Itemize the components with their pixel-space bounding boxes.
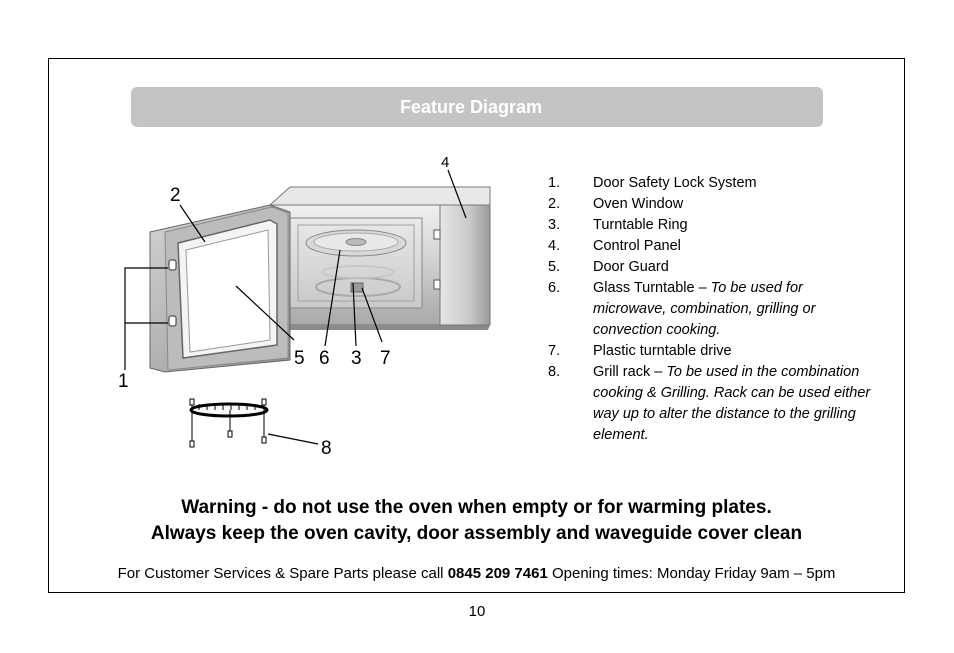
callout-7: 7 [380,348,391,369]
glass-turntable [305,229,407,257]
legend-item: 8. Grill rack – To be used in the combin… [548,362,878,446]
legend-item: 3. Turntable Ring [548,215,878,236]
grill-rack [189,398,269,448]
turntable-ring [315,265,401,297]
warning-line-2: Always keep the oven cavity, door assemb… [150,523,803,544]
legend-number: 3. [548,217,561,233]
footer-prefix: For Customer Services & Spare Parts plea… [117,565,448,582]
legend-number: 4. [548,238,561,254]
legend-note: To be used for microwave, combination, g… [593,280,816,338]
legend-label: Door Safety Lock System [593,175,757,191]
callout-5: 5 [294,348,305,369]
customer-service-footer: For Customer Services & Spare Parts plea… [48,565,905,582]
legend-label: Control Panel [593,238,681,254]
footer-phone: 0845 209 7461 [447,565,548,582]
legend-number: 7. [548,343,561,359]
footer-suffix: Opening times: Monday Friday 9am – 5pm [547,565,836,582]
callout-1: 1 [118,371,129,392]
legend-label: Oven Window [593,196,684,212]
page-frame [48,58,905,593]
legend-note: To be used in the combination cooking & … [593,364,871,443]
legend-label: Turntable Ring [593,217,688,233]
legend-item: 1. Door Safety Lock System [548,173,878,194]
legend-item: 5. Door Guard [548,257,878,278]
legend-item: 6. Glass Turntable – To be used for micr… [548,278,878,341]
door-safety-lock-icon [168,259,177,327]
legend-number: 8. [548,364,561,380]
legend-number: 1. [548,175,561,191]
legend-label: Plastic turntable drive [593,343,732,359]
legend-item: 7. Plastic turntable drive [548,341,878,362]
callout-4: 4 [441,154,449,171]
legend-number: 6. [548,280,561,296]
callout-2: 2 [170,185,181,206]
page-number: 10 [468,603,486,620]
control-panel [433,204,491,326]
section-banner [131,87,823,127]
legend-number: 5. [548,259,561,275]
section-title: Feature Diagram [400,97,543,117]
callout-3: 3 [351,348,362,369]
feature-legend: 1. Door Safety Lock System 2. Oven Windo… [548,173,878,446]
callout-leader-lines [124,169,467,445]
legend-item: 4. Control Panel [548,236,878,257]
turntable-drive [350,282,364,293]
legend-label: Grill rack – [593,364,667,380]
callout-6: 6 [319,348,330,369]
warning-line-1: Warning - do not use the oven when empty… [181,497,772,518]
callout-8: 8 [321,438,332,459]
legend-label: Door Guard [593,259,669,275]
legend-number: 2. [548,196,561,212]
oven-door [149,204,291,373]
legend-label: Glass Turntable – [593,280,711,296]
legend-item: 2. Oven Window [548,194,878,215]
